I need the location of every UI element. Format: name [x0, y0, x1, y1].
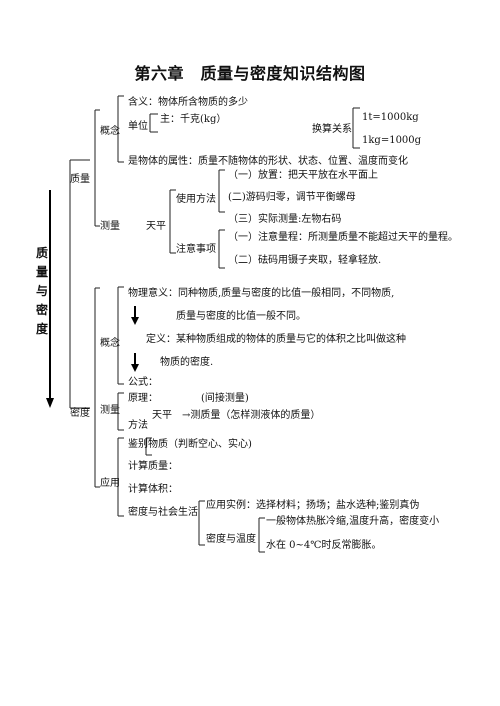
temperature-2: 水在 0~4℃时反常膨胀。	[266, 540, 382, 551]
temperature-label: 密度与温度	[206, 534, 256, 545]
mass-measure-label: 测量	[100, 221, 120, 232]
application-3: 计算体积：	[128, 484, 178, 495]
density-concept-label: 概念	[100, 338, 120, 349]
notes-2: （二）砝码用镊子夹取，轻拿轻放.	[228, 255, 382, 266]
definition-1: 定义：某种物质组成的物体的质量与它的体积之比叫做这种	[146, 334, 406, 345]
root-label: 质量与密度	[35, 246, 48, 336]
notes-1: （一）注意量程：所测量质量不能超过天平的量程。	[228, 232, 458, 243]
root-arrow-head	[46, 398, 54, 408]
density-label: 密度	[70, 408, 90, 419]
usage-label: 使用方法	[176, 194, 216, 205]
usage-3: （三）实际测量:左物右码	[228, 214, 342, 225]
unit-label: 单位	[128, 121, 148, 132]
society-example: 应用实例：选择材料；扬场；盐水选种;鉴别真伪	[206, 500, 420, 511]
notes-label: 注意事项	[176, 244, 216, 255]
usage-2: (二)游码归零，调节平衡螺母	[228, 192, 356, 203]
balance-label: 天平	[146, 221, 166, 232]
mass-property: 是物体的属性：质量不随物体的形状、状态、位置、温度而变化	[128, 156, 408, 167]
method-label: 方法	[128, 420, 148, 431]
society-label: 密度与社会生活	[128, 507, 198, 518]
formula: 公式：	[128, 377, 158, 388]
physical-meaning-1: 物理意义：同种物质,质量与密度的比值一般相同，不同物质,	[128, 288, 395, 299]
conversion-label: 换算关系	[312, 124, 352, 135]
concept-arrow-head-1	[131, 317, 139, 325]
mass-meaning: 含义：物体所含物质的多少	[128, 97, 248, 108]
application-2: 计算质量：	[128, 461, 178, 472]
definition-2: 物质的密度.	[160, 357, 214, 368]
application-1: 鉴别物质（判断空心、实心)	[128, 439, 252, 450]
unit-main: 主：千克(kg）	[160, 114, 227, 125]
principle-note: (间接测量)	[201, 393, 249, 404]
application-label: 应用	[100, 478, 120, 489]
mass-concept-label: 概念	[100, 126, 120, 137]
usage-1: （一）放置：把天平放在水平面上	[228, 170, 378, 181]
method-detail: 天平 →测质量（怎样测液体的质量）	[152, 410, 321, 421]
conversion-1: 1t=1000kg	[362, 112, 419, 123]
physical-meaning-2: 质量与密度的比值一般不同。	[176, 311, 306, 322]
mass-label: 质量	[70, 174, 90, 185]
temperature-1: 一般物体热胀冷缩,温度升高，密度变小	[266, 516, 440, 527]
page-title: 第六章 质量与密度知识结构图	[134, 64, 366, 83]
principle: 原理：	[128, 393, 158, 404]
conversion-2: 1kg=1000g	[362, 135, 422, 146]
density-measure-label: 测量	[100, 405, 120, 416]
concept-arrow-head-2	[131, 364, 139, 372]
